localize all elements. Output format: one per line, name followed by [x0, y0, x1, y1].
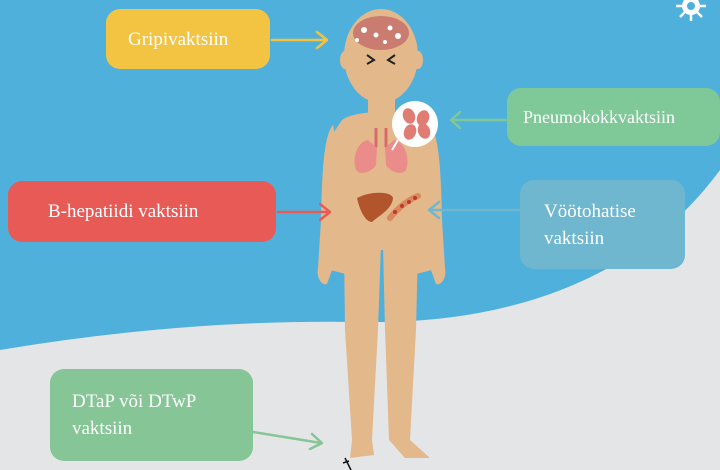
- shingles-vaccine-text: Vöötohatise vaktsiin: [544, 198, 636, 252]
- hepatitis-b-vaccine-text: B-hepatiidi vaktsiin: [48, 198, 198, 225]
- pneumococcal-vaccine-label: Pneumokokkvaktsiin: [507, 88, 720, 146]
- hepatitis-b-vaccine-label: B-hepatiidi vaktsiin: [8, 181, 276, 242]
- dtap-vaccine-text: DTaP või DTwP vaktsiin: [72, 388, 196, 442]
- flu-vaccine-text: Gripivaktsiin: [128, 26, 228, 53]
- pneumococcal-vaccine-text: Pneumokokkvaktsiin: [523, 104, 675, 131]
- dtap-vaccine-label: DTaP või DTwP vaktsiin: [50, 369, 253, 461]
- shingles-vaccine-label: Vöötohatise vaktsiin: [520, 180, 685, 269]
- flu-vaccine-label: Gripivaktsiin: [106, 9, 270, 69]
